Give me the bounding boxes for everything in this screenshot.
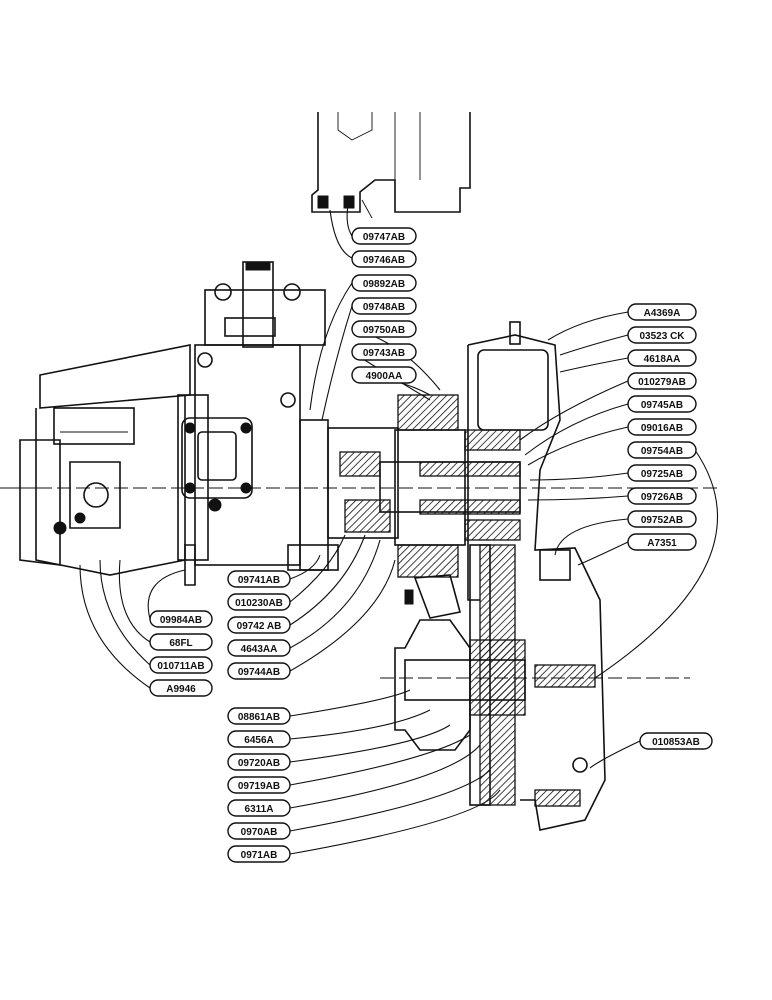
svg-text:09748AB: 09748AB <box>363 302 405 313</box>
svg-text:09720AB: 09720AB <box>238 758 280 769</box>
leader-lines <box>79 204 718 855</box>
svg-text:09743AB: 09743AB <box>363 348 405 359</box>
label-09754ab: 09754AB <box>627 441 697 459</box>
svg-text:6311A: 6311A <box>245 804 274 815</box>
label-09725ab: 09725AB <box>627 464 697 482</box>
label-09016ab: 09016AB <box>627 418 697 436</box>
svg-text:09892AB: 09892AB <box>363 279 405 290</box>
svg-text:09719AB: 09719AB <box>238 781 280 792</box>
label-08861ab: 08861AB <box>227 707 291 725</box>
svg-text:08861AB: 08861AB <box>238 712 280 723</box>
label-6311a: 6311A <box>227 799 291 817</box>
label-4900aa: 4900AA <box>351 366 417 384</box>
svg-text:09745AB: 09745AB <box>641 400 683 411</box>
svg-text:09746AB: 09746AB <box>363 255 405 266</box>
label-a9946: A9946 <box>149 679 213 697</box>
label-010853ab: 010853AB <box>639 732 713 750</box>
label-010711ab: 010711AB <box>149 656 213 674</box>
label-09720ab: 09720AB <box>227 753 291 771</box>
svg-text:A7351: A7351 <box>647 538 677 549</box>
label-09744ab: 09744AB <box>227 662 291 680</box>
label-09741ab: 09741AB <box>227 570 291 588</box>
pump-body <box>177 261 339 571</box>
label-010230ab: 010230AB <box>227 593 291 611</box>
svg-text:09750AB: 09750AB <box>363 325 405 336</box>
svg-text:09742 AB: 09742 AB <box>237 621 282 632</box>
svg-text:09752AB: 09752AB <box>641 515 683 526</box>
label-09747ab: 09747AB <box>351 227 417 245</box>
labels-lower-left: 09741AB 010230AB 09742 AB 4643AA 09744AB… <box>149 570 291 697</box>
label-0970ab: 0970AB <box>227 822 291 840</box>
svg-text:010279AB: 010279AB <box>638 377 686 388</box>
drive-coupling <box>0 394 720 578</box>
label-09984ab: 09984AB <box>149 610 213 628</box>
svg-text:6456A: 6456A <box>244 735 273 746</box>
svg-text:09726AB: 09726AB <box>641 492 683 503</box>
svg-text:09754AB: 09754AB <box>641 446 683 457</box>
idler-gear-hub <box>394 574 526 751</box>
label-09742ab: 09742 AB <box>227 616 291 634</box>
label-a4369a: A4369A <box>627 303 697 321</box>
svg-text:A4369A: A4369A <box>644 308 681 319</box>
svg-text:010230AB: 010230AB <box>235 598 283 609</box>
svg-text:0971AB: 0971AB <box>241 850 278 861</box>
label-09752ab: 09752AB <box>627 510 697 528</box>
labels-right: A4369A 03523 CK 4618AA 010279AB 09745AB … <box>627 303 713 750</box>
svg-text:09725AB: 09725AB <box>641 469 683 480</box>
svg-text:4900AA: 4900AA <box>366 371 403 382</box>
label-09750ab: 09750AB <box>351 320 417 338</box>
label-09719ab: 09719AB <box>227 776 291 794</box>
svg-text:09747AB: 09747AB <box>363 232 405 243</box>
label-09746ab: 09746AB <box>351 250 417 268</box>
svg-text:09016AB: 09016AB <box>641 423 683 434</box>
svg-text:09741AB: 09741AB <box>238 575 280 586</box>
label-09743ab: 09743AB <box>351 343 417 361</box>
svg-text:010711AB: 010711AB <box>157 661 204 672</box>
svg-text:09744AB: 09744AB <box>238 667 280 678</box>
label-09726ab: 09726AB <box>627 487 697 505</box>
label-4618aa: 4618AA <box>627 349 697 367</box>
label-03523ck: 03523 CK <box>627 326 697 344</box>
labels-bottom: 08861AB 6456A 09720AB 09719AB 6311A 0970… <box>227 707 291 863</box>
label-09892ab: 09892AB <box>351 274 417 292</box>
svg-text:4618AA: 4618AA <box>644 354 681 365</box>
label-010279ab: 010279AB <box>627 372 697 390</box>
label-a7351: A7351 <box>627 533 697 551</box>
governor-housing <box>0 344 196 586</box>
label-68fl: 68FL <box>149 633 213 651</box>
labels-upper-left: 09747AB 09746AB 09892AB 09748AB 09750AB … <box>351 227 417 384</box>
label-6456a: 6456A <box>227 730 291 748</box>
label-09748ab: 09748AB <box>351 297 417 315</box>
label-4643aa: 4643AA <box>227 639 291 657</box>
svg-text:03523 CK: 03523 CK <box>639 331 685 342</box>
label-0971ab: 0971AB <box>227 845 291 863</box>
svg-text:09984AB: 09984AB <box>160 615 202 626</box>
svg-text:A9946: A9946 <box>166 684 196 695</box>
svg-text:4643AA: 4643AA <box>241 644 278 655</box>
mounting-bracket <box>311 112 471 219</box>
svg-text:68FL: 68FL <box>169 638 192 649</box>
label-09745ab: 09745AB <box>627 395 697 413</box>
svg-text:0970AB: 0970AB <box>241 827 278 838</box>
svg-text:010853AB: 010853AB <box>652 737 700 748</box>
